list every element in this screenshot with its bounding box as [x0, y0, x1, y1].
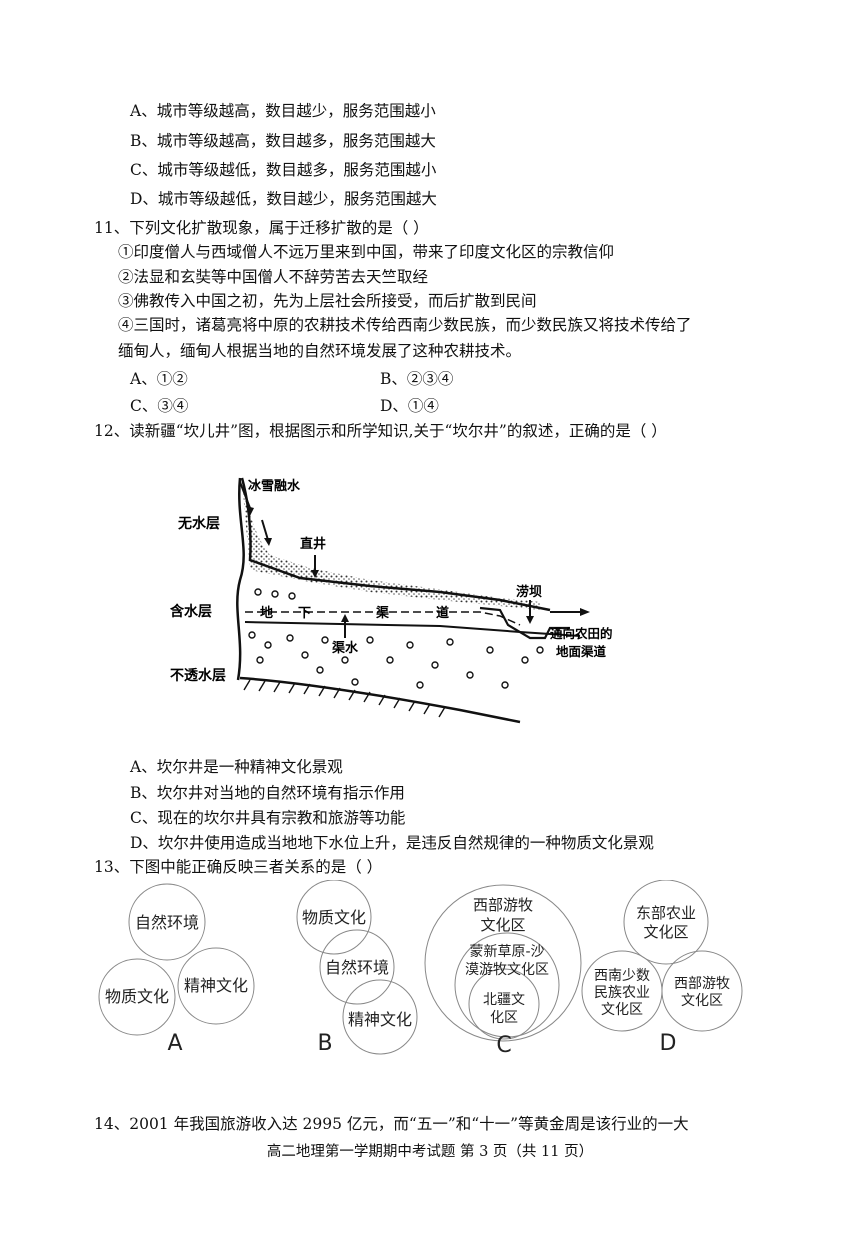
label-snowmelt: 冰雪融水 [248, 478, 301, 494]
q11-option-b: B、②③④ [380, 370, 454, 388]
diagram-d-right-1: 西部游牧 [674, 976, 730, 992]
label-aquifer: 含水层 [170, 603, 212, 620]
diagram-c-inner-1: 北疆文 [483, 992, 525, 1008]
diagram-a-circle-3: 精神文化 [184, 976, 248, 995]
diagram-a-circle-2: 物质文化 [105, 987, 169, 1006]
q14-stem: 14、2001 年我国旅游收入达 2995 亿元，而“五一”和“十一”等黄金周是… [94, 1115, 689, 1133]
surface-channel [479, 606, 570, 640]
q12-stem: 12、读新疆“坎儿井”图，根据图示和所学知识,关于“坎尔井”的叙述，正确的是（ … [94, 422, 667, 440]
q11-item-4-cont: 缅甸人，缅甸人根据当地的自然环境发展了这种农耕技术。 [118, 342, 522, 360]
surface-dotted-layer [242, 482, 540, 610]
q13-diagrams: 自然环境 物质文化 精神文化 物质文化 自然环境 精神文化 西部游牧 文化区 蒙… [98, 880, 743, 1058]
label-no-water-layer: 无水层 [177, 515, 220, 532]
diagram-a-circle-1: 自然环境 [135, 913, 199, 932]
label-tunnel-4: 道 [436, 605, 449, 621]
diagram-d-top-2: 文化区 [643, 923, 688, 941]
label-to-field-2: 地面渠道 [556, 644, 607, 659]
q12-option-c: C、现在的坎尔井具有宗教和旅游等功能 [130, 809, 406, 827]
left-boundary [236, 477, 245, 681]
label-tunnel-3: 渠 [375, 605, 390, 621]
diagram-b-circle-1: 物质文化 [302, 908, 366, 927]
q13-stem: 13、下图中能正确反映三者关系的是（ ） [94, 858, 383, 876]
label-tunnel-2: 下 [298, 606, 311, 621]
q11-option-c: C、③④ [130, 397, 189, 415]
q10-option-c: C、城市等级越低，数目越多，服务范围越小 [130, 161, 437, 179]
diagram-d-left-3: 文化区 [601, 1002, 643, 1018]
diagram-d-letter: D [660, 1031, 677, 1056]
q11-item-4: ④三国时，诸葛亮将中原的农耕技术传给西南少数民族，而少数民族又将技术传给了 [118, 316, 692, 334]
impermeable-top [239, 676, 521, 724]
q10-option-a: A、城市等级越高，数目越少，服务范围越小 [130, 102, 436, 120]
diagram-c-outer-2: 文化区 [480, 916, 525, 934]
ground-line [240, 477, 551, 612]
tunnel-line [245, 611, 521, 626]
q11-item-1: ①印度僧人与西域僧人不远万里来到中国，带来了印度文化区的宗教信仰 [118, 243, 615, 261]
diagram-b-circle-3: 精神文化 [348, 1010, 412, 1029]
water-table-line [244, 621, 581, 637]
label-to-field-1: 通向农田的 [550, 626, 613, 641]
label-tunnel-1: 地 [260, 605, 273, 621]
page-footer: 高二地理第一学期期中考试题 第 3 页（共 11 页） [266, 1144, 594, 1160]
q11-item-3: ③佛教传入中国之初，先为上层社会所接受，而后扩散到民间 [118, 292, 537, 310]
diagram-c-middle-1: 蒙新草原-沙 [469, 944, 544, 960]
q10-option-b: B、城市等级越高，数目越多，服务范围越大 [130, 132, 436, 150]
label-canal-water: 渠水 [331, 640, 359, 656]
diagram-d-right-2: 文化区 [681, 993, 723, 1009]
q11-option-a: A、①② [130, 370, 188, 388]
diagram-c-inner-2: 化区 [490, 1010, 518, 1026]
diagram-d-left-2: 民族农业 [594, 985, 650, 1001]
diagram-b-circle-2: 自然环境 [325, 958, 389, 977]
karez-figure: 冰雪融水 无水层 直井 含水层 地 下 渠 道 涝坝 通向农田的 地面渠道 渠水… [170, 477, 613, 724]
diagram-d-top-1: 东部农业 [636, 904, 696, 922]
label-shaft: 直井 [300, 536, 326, 552]
q11-item-2: ②法显和玄奘等中国僧人不辞劳苦去天竺取经 [118, 268, 429, 286]
q11-option-d: D、①④ [380, 397, 439, 415]
diagram-c-letter: C [496, 1033, 511, 1058]
diagram-d-left-1: 西南少数 [594, 968, 650, 984]
diagram-c-outer-1: 西部游牧 [473, 896, 533, 914]
snowmelt-arrow [239, 481, 251, 509]
diagram-a-letter: A [167, 1031, 182, 1056]
label-impermeable: 不透水层 [170, 667, 226, 684]
q11-stem: 11、下列文化扩散现象，属于迁移扩散的是（ ） [94, 219, 429, 237]
diagram-b-letter: B [317, 1031, 332, 1056]
q10-option-d: D、城市等级越低，数目越少，服务范围越大 [130, 190, 437, 208]
q12-option-d: D、坎尔井使用造成当地地下水位上升，是违反自然规律的一种物质文化景观 [130, 834, 654, 852]
diagram-c-middle-2: 漠游牧文化区 [465, 962, 549, 978]
q12-option-b: B、坎尔井对当地的自然环境有指示作用 [130, 784, 405, 802]
q12-option-a: A、坎尔井是一种精神文化景观 [130, 758, 343, 776]
label-dam: 涝坝 [516, 584, 542, 600]
